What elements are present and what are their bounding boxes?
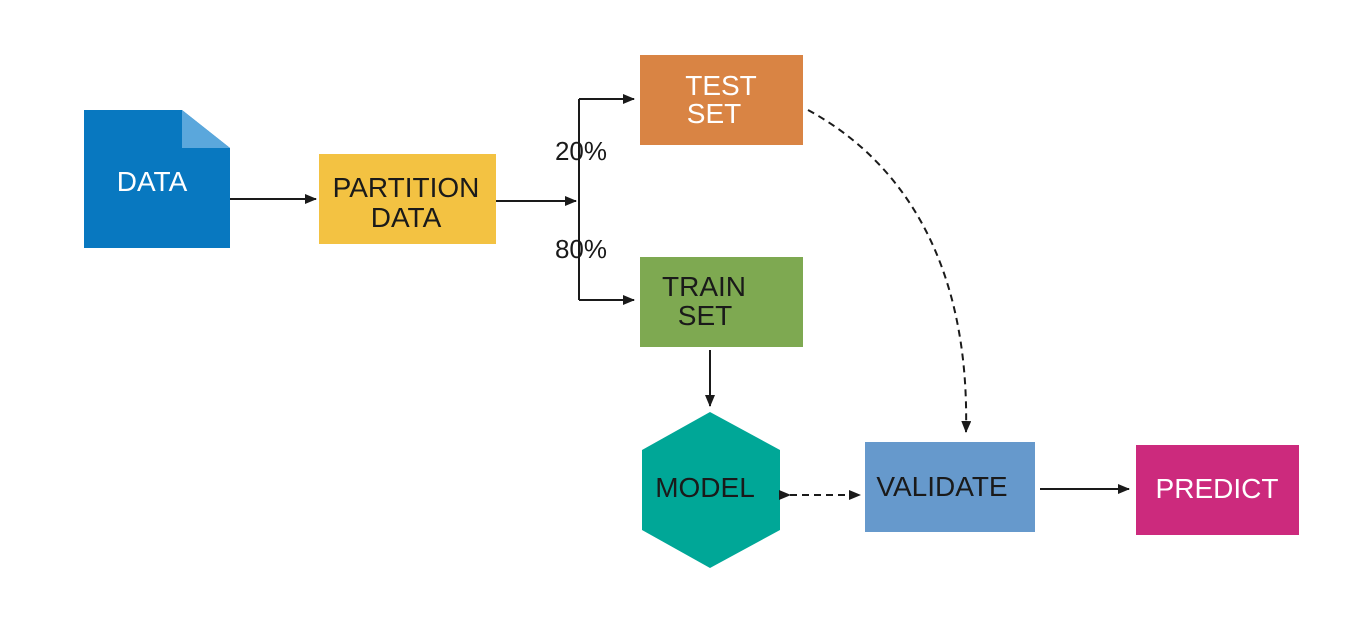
test-set-box — [640, 55, 803, 145]
train-set-node: TRAIN SET — [640, 257, 803, 347]
data-node-label: DATA — [117, 166, 188, 197]
arrow-test-set-to-validate — [807, 109, 972, 433]
train-split-percent: 80% — [555, 234, 607, 264]
partition-data-box — [319, 154, 496, 244]
test-set-node: TEST SET — [640, 55, 803, 145]
validate-box — [865, 442, 1035, 532]
train-set-box — [640, 257, 803, 347]
model-node-label: MODEL — [655, 472, 755, 503]
connectors — [230, 94, 1130, 500]
data-node: DATA — [84, 110, 230, 248]
partition-data-label-line2: DATA — [371, 202, 442, 233]
validate-node: VALIDATE — [865, 442, 1035, 532]
test-split-percent: 20% — [555, 136, 607, 166]
test-set-label-line1: TEST — [685, 70, 757, 101]
data-document-fold — [182, 110, 230, 148]
predict-node-label: PREDICT — [1156, 473, 1279, 504]
partition-data-node: PARTITION DATA — [319, 154, 496, 244]
predict-node: PREDICT — [1136, 445, 1299, 535]
model-node: MODEL — [642, 412, 780, 568]
train-set-label-line2: SET — [678, 300, 732, 331]
partition-data-label-line1: PARTITION — [333, 172, 480, 203]
test-set-label-line2: SET — [687, 98, 741, 129]
model-hexagon — [642, 412, 780, 568]
predict-box — [1136, 445, 1299, 535]
train-set-label-line1: TRAIN — [662, 271, 746, 302]
validate-node-label: VALIDATE — [876, 471, 1007, 502]
